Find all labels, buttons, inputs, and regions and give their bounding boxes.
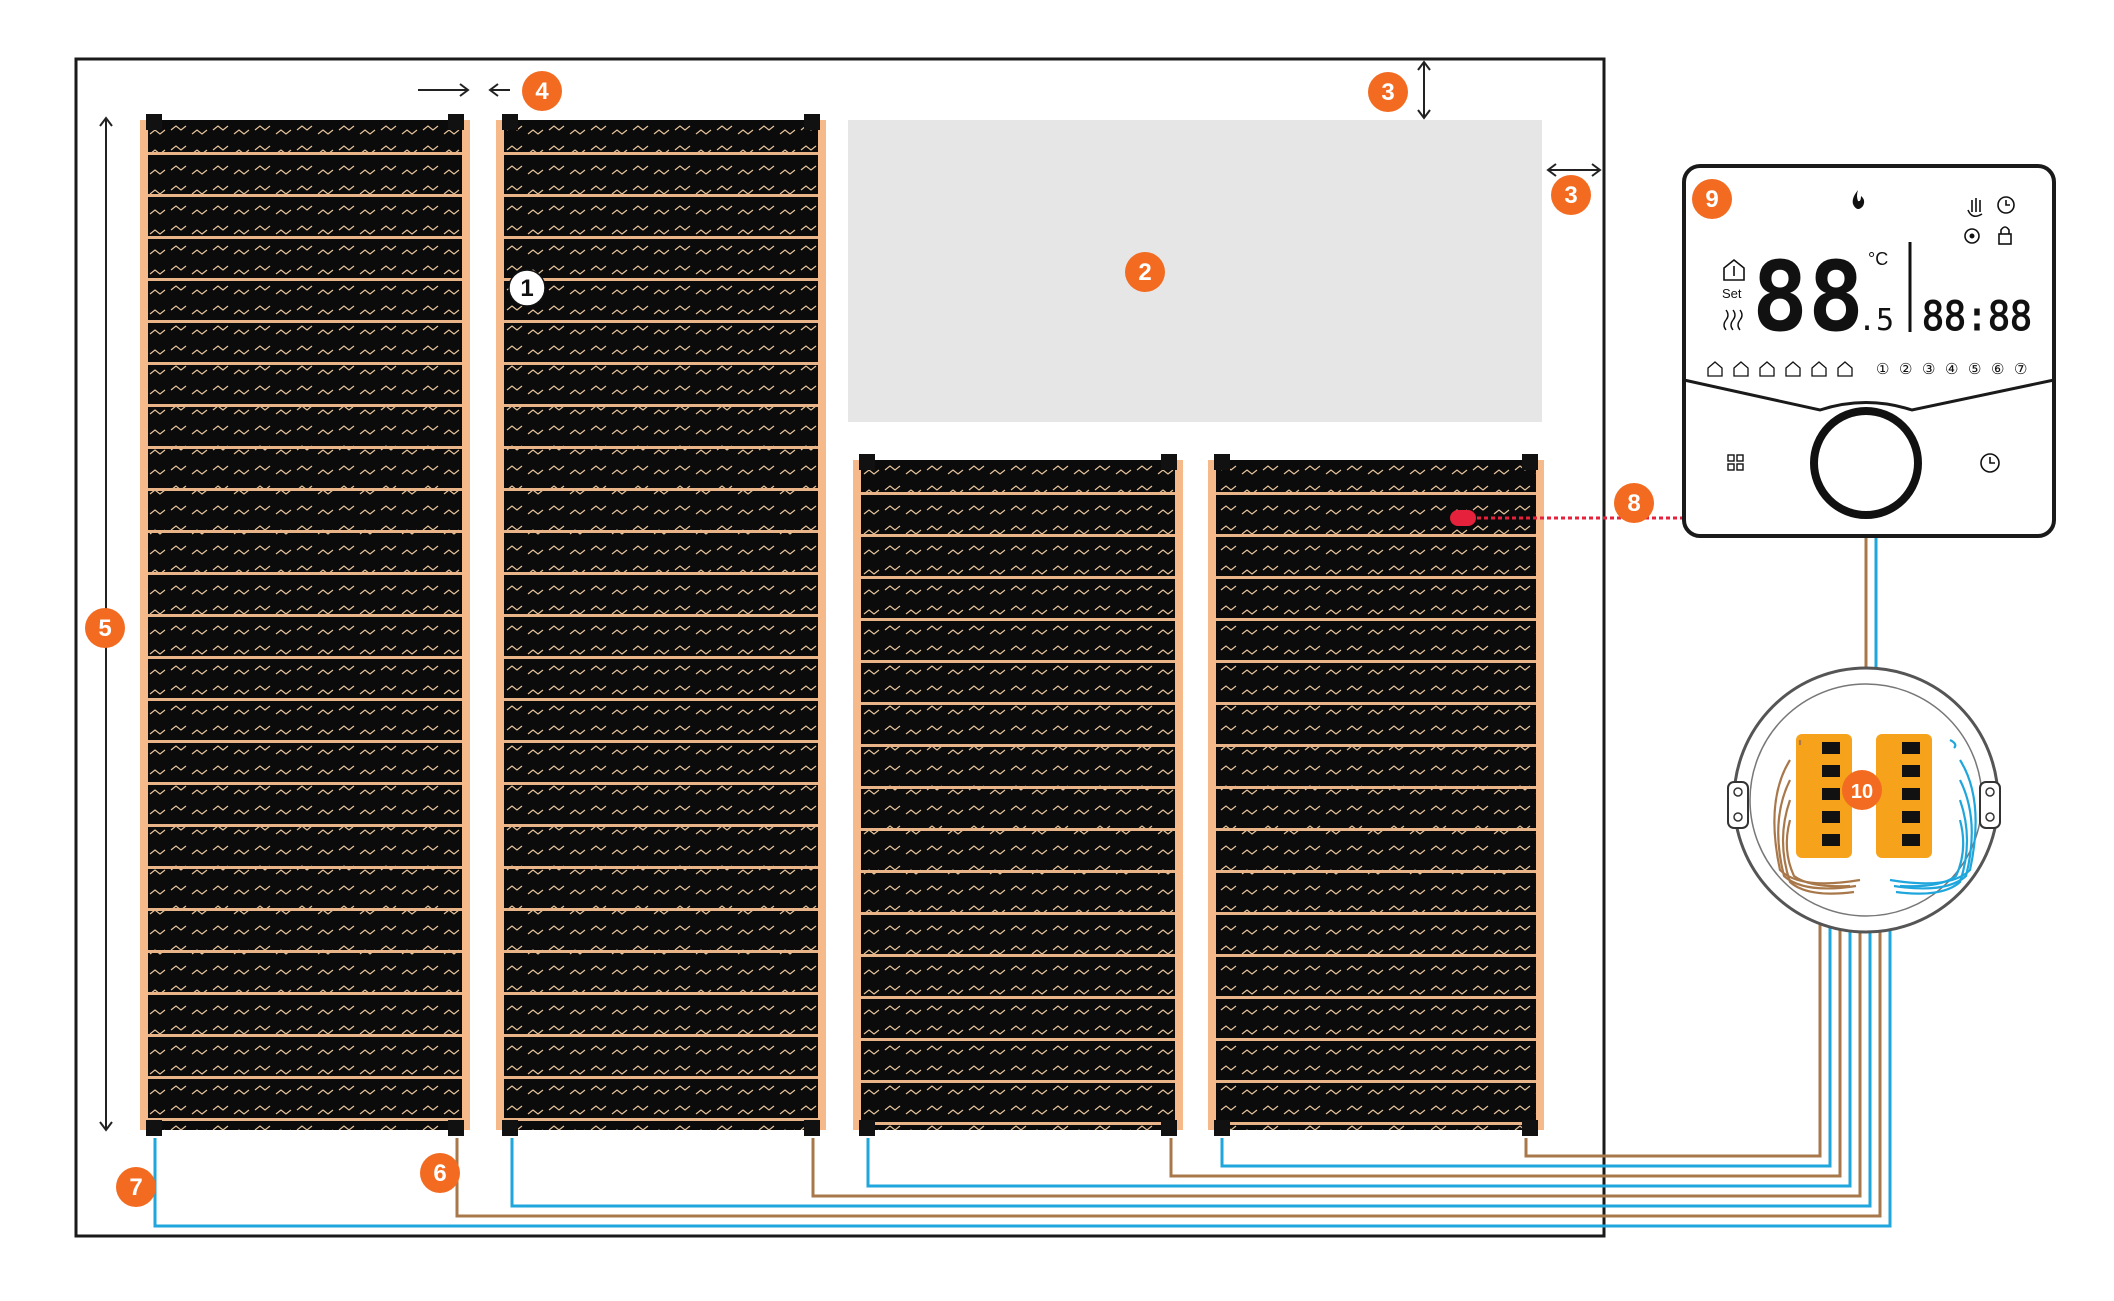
program-number: ④	[1945, 361, 1958, 378]
heat-waves-icon	[1723, 309, 1743, 331]
house-temp-icon	[1723, 258, 1745, 281]
svg-text:3: 3	[1381, 79, 1394, 106]
wire-blue-3	[866, 880, 1852, 1188]
thermostat-divider	[1683, 378, 2055, 412]
clamp	[804, 114, 820, 130]
svg-text:9: 9	[1705, 186, 1718, 213]
program-number: ⑤	[1968, 361, 1981, 378]
clamp	[1522, 1120, 1538, 1136]
junction-internal-wires	[1773, 739, 1977, 895]
wire-brown-2	[811, 880, 1862, 1198]
marker-5: 5	[85, 608, 125, 648]
wire-brown-4	[1524, 880, 1822, 1158]
svg-text:2: 2	[1138, 259, 1151, 286]
heating-film-3	[853, 454, 1183, 1136]
wire-blue-2	[510, 880, 1872, 1208]
marker-10: 10	[1842, 770, 1882, 810]
svg-text:3: 3	[1564, 182, 1577, 209]
clamp	[502, 1120, 518, 1136]
mount-tab-right	[1979, 781, 2001, 829]
svg-text:6: 6	[433, 1160, 446, 1187]
program-mode-icons	[1707, 361, 1853, 377]
svg-text:4: 4	[535, 78, 549, 105]
program-number: ②	[1899, 361, 1912, 378]
clock-icon	[1997, 196, 2015, 214]
marker-6: 6	[420, 1153, 460, 1193]
marker-2: 2	[1125, 252, 1165, 292]
marker-7: 7	[116, 1167, 156, 1207]
clamp	[1214, 1120, 1230, 1136]
sync-icon	[1964, 228, 1980, 244]
program-number: ⑥	[1991, 361, 2004, 378]
clamp	[146, 114, 162, 130]
svg-text:1: 1	[520, 275, 533, 302]
temperature-decimal: .5	[1858, 303, 1894, 338]
flame-icon	[1852, 190, 1865, 209]
thermostat-dial[interactable]	[1810, 407, 1922, 519]
wago-terminals	[1796, 734, 1932, 858]
room-outline	[74, 57, 1606, 1238]
clamp	[804, 1120, 820, 1136]
clamp	[448, 114, 464, 130]
set-label: Set	[1722, 286, 1742, 301]
callout-markers: 1 2 3 3 4 5 6 7 8 9 10	[85, 71, 1882, 1207]
clamp	[1522, 454, 1538, 470]
clamp	[502, 114, 518, 130]
marker-3: 3	[1551, 175, 1591, 215]
furniture-area	[848, 120, 1542, 422]
marker-8: 8	[1614, 483, 1654, 523]
heating-film-4	[1208, 454, 1544, 1136]
clamp	[1214, 454, 1230, 470]
svg-text:5: 5	[98, 615, 111, 642]
program-number: ③	[1922, 361, 1935, 378]
marker-1: 1	[508, 269, 546, 307]
temperature-digits: 88	[1752, 241, 1864, 353]
clamp	[146, 1120, 162, 1136]
temperature-unit: °C	[1868, 249, 1888, 269]
heating-film-1	[140, 114, 470, 1136]
thermostat-body	[1682, 164, 2056, 538]
menu-grid-icon[interactable]	[1727, 454, 1744, 471]
svg-text:7: 7	[129, 1174, 142, 1201]
mount-tab-left	[1727, 781, 1749, 829]
clamp	[1161, 454, 1177, 470]
wire-brown-3	[1169, 880, 1842, 1178]
svg-text:10: 10	[1851, 781, 1873, 803]
clock-digits: 88:88	[1922, 294, 2032, 340]
program-number: ①	[1876, 361, 1889, 378]
marker-4: 4	[522, 71, 562, 111]
clamp	[859, 1120, 875, 1136]
clock-button-icon[interactable]	[1980, 453, 2000, 473]
hand-icon	[1967, 198, 1983, 218]
heating-film-2	[496, 114, 826, 1136]
clamp	[448, 1120, 464, 1136]
lock-icon	[1998, 226, 2012, 245]
svg-text:8: 8	[1627, 490, 1640, 517]
clamp	[859, 454, 875, 470]
clamp	[1161, 1120, 1177, 1136]
marker-3: 3	[1368, 72, 1408, 112]
wire-blue-4	[1220, 880, 1832, 1168]
program-number: ⑦	[2014, 361, 2027, 378]
marker-9: 9	[1692, 179, 1732, 219]
